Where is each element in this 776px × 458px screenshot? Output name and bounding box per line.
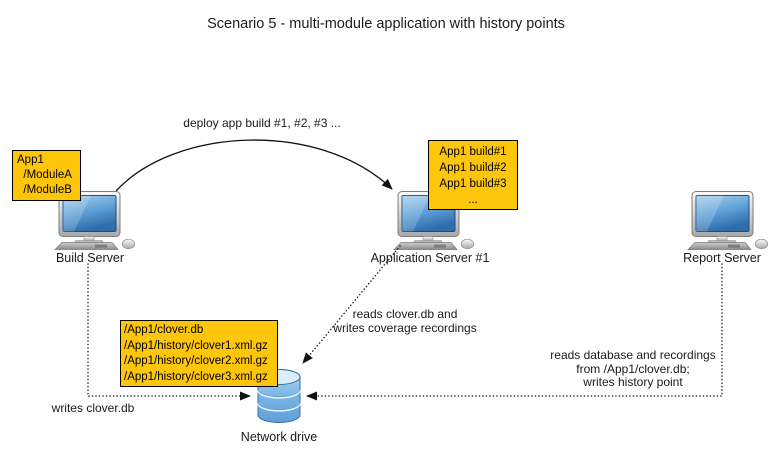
history-edge-label-line: reads database and recordings <box>550 348 716 362</box>
deploy-arrow <box>115 139 393 192</box>
note-line: App1 build#1 <box>439 146 507 158</box>
coverage-edge-label-line: writes coverage recordings <box>333 320 477 335</box>
note-line: /App1/history/clover1.xml.gz <box>124 339 268 352</box>
report-server-computer-icon <box>687 191 769 250</box>
build-server-computer-icon <box>54 191 136 250</box>
diagram-title: Scenario 5 - multi-module application wi… <box>207 16 565 32</box>
history-edge-label: reads database and recordings from /App1… <box>550 348 716 390</box>
application-server-label: Application Server #1 <box>370 251 490 265</box>
note-line: /ModuleA <box>17 169 72 181</box>
build-server-note: App1 /ModuleA /ModuleB <box>12 150 81 201</box>
build-server-label: Build Server <box>55 251 125 265</box>
report-server-label: Report Server <box>683 251 761 265</box>
note-line: App1 build#2 <box>439 162 507 174</box>
note-line: /ModuleB <box>17 184 72 196</box>
history-edge-label-line: writes history point <box>583 375 683 389</box>
coverage-edge-label: reads clover.db and writes coverage reco… <box>333 307 477 335</box>
note-line: App1 build#3 <box>439 178 507 190</box>
deploy-edge-label: deploy app build #1, #2, #3 ... <box>183 116 341 130</box>
note-line: ... <box>468 194 478 206</box>
coverage-edge-label-line: reads clover.db and <box>352 307 458 321</box>
note-line: /App1/history/clover2.xml.gz <box>124 355 268 367</box>
writes-clover-edge-label: writes clover.db <box>51 401 135 415</box>
note-line: /App1/history/clover3.xml.gz <box>124 370 268 383</box>
note-line: App1 <box>17 154 44 166</box>
history-edge-label-line: from /App1/clover.db; <box>576 361 690 376</box>
network-drive-label: Network drive <box>240 430 318 444</box>
application-server-note: App1 build#1 App1 build#2 App1 build#3 .… <box>428 140 518 210</box>
note-line: /App1/clover.db <box>124 324 204 336</box>
network-drive-files-note: /App1/clover.db /App1/history/clover1.xm… <box>120 320 278 387</box>
